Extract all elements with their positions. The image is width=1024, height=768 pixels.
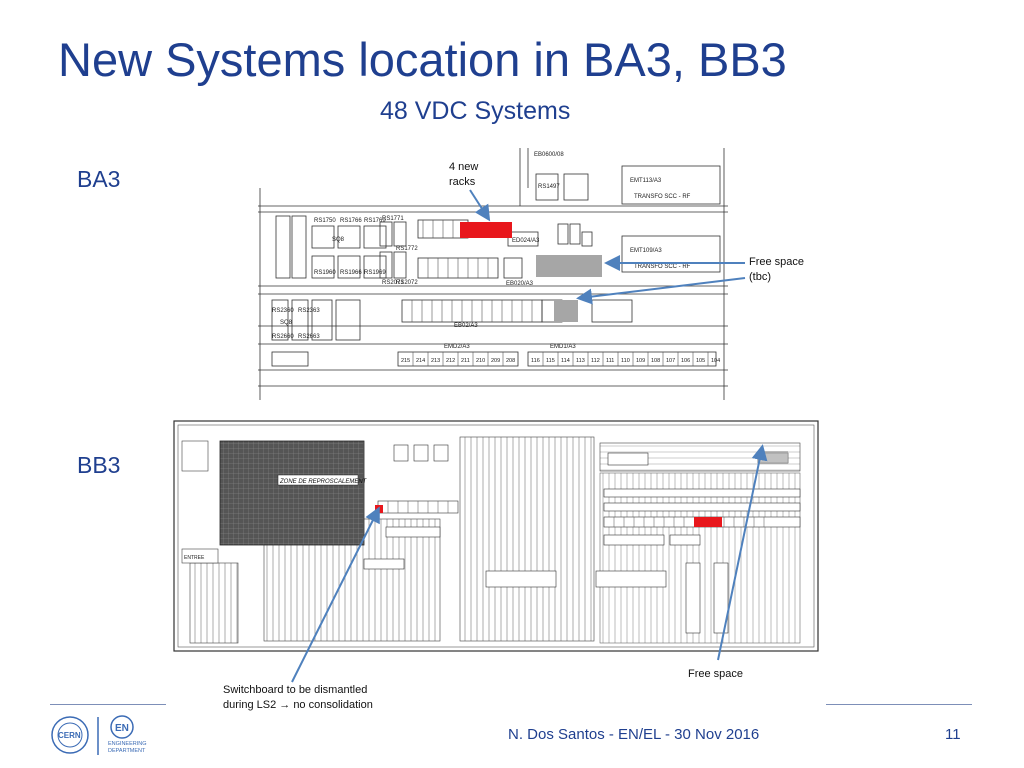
- ba3-label-rs2360: RS2360: [272, 308, 294, 314]
- ba3-label-rs1960: RS1960: [314, 270, 336, 276]
- ba3-bay-number-105: 105: [696, 358, 705, 364]
- free-space-tbc-area: [536, 255, 602, 277]
- ba3-label-rs1969: RS1969: [364, 270, 386, 276]
- ba3-bay-number-114: 114: [561, 358, 570, 364]
- bb3-label-zone: ZONE DE REPROSCALEMENT: [279, 479, 368, 485]
- bb3-new-racks-highlight: [694, 517, 722, 527]
- ba3-bay-number-209: 209: [491, 358, 500, 364]
- ba3-bay-number-106: 106: [681, 358, 690, 364]
- ba3-label-rs2363: RS2363: [298, 308, 320, 314]
- ba3-section-label: BA3: [77, 166, 121, 192]
- cern-logo: CERN: [51, 716, 89, 754]
- ba3-label-rs2663: RS2663: [298, 334, 320, 340]
- ba3-floor-plan: EMT113/A3 TRANSFO SCC - RF EMT109/A3 TRA…: [258, 148, 728, 400]
- ba3-bay-number-113: 113: [576, 358, 585, 364]
- ba3-label-eb0600: EB0600/08: [534, 152, 564, 158]
- ba3-label-transfo-top: TRANSFO SCC - RF: [634, 194, 691, 200]
- ba3-bottom-numbers-right: 116 115 114 113 112 111 110 109 108 107 106 105 104: [531, 358, 720, 364]
- ba3-label-sq8b: SQ8: [280, 320, 293, 326]
- en-logo-text: EN: [115, 723, 129, 734]
- bb3-floor-plan: ZONE DE REPROSCALEMENT ENTREE: [173, 420, 819, 652]
- en-dept-line1: ENGINEERING: [108, 741, 147, 747]
- ba3-bay-number-112: 112: [591, 358, 600, 364]
- arrow-free-space: [717, 444, 768, 661]
- footer-divider-right: [826, 704, 972, 705]
- en-department-logo: EN ENGINEERING DEPARTMENT: [108, 715, 147, 754]
- arrow-switchboard: [291, 506, 380, 683]
- footer-logos: CERN EN ENGINEERING DEPARTMENT: [51, 715, 147, 755]
- ba3-bay-number-215: 215: [401, 358, 410, 364]
- arrow-free-space-tbc-2: [576, 277, 746, 305]
- slide-subtitle: 48 VDC Systems: [380, 97, 571, 125]
- ba3-label-ed024: ED024/A3: [512, 238, 540, 244]
- ba3-bay-number-116: 116: [531, 358, 540, 364]
- ba3-label-transfo-mid: TRANSFO SCC - RF: [634, 264, 691, 270]
- ba3-bay-number-115: 115: [546, 358, 555, 364]
- ba3-bay-number-111: 111: [606, 358, 614, 364]
- ba3-label-eb02: EB02/A3: [454, 323, 478, 329]
- ba3-label-emt113: EMT113/A3: [630, 178, 662, 184]
- ba3-bay-number-110: 110: [621, 358, 630, 364]
- footer-author-date: N. Dos Santos - EN/EL - 30 Nov 2016: [508, 726, 760, 743]
- ba3-label-rs1769: RS1769: [364, 218, 386, 224]
- ba3-label-rs1766: RS1766: [340, 218, 362, 224]
- ba3-label-emt109: EMT109/A3: [630, 248, 662, 254]
- ba3-bay-number-210: 210: [476, 358, 485, 364]
- callout-switchboard: Switchboard to be dismantled during LS2 …: [223, 684, 373, 711]
- ba3-label-emd1: EMD1/A3: [550, 344, 576, 350]
- ba3-label-rs2071: RS2071: [382, 280, 404, 286]
- bb3-label-entree: ENTREE: [184, 555, 205, 561]
- callout-free-space: Free space: [688, 668, 744, 680]
- cern-logo-text: CERN: [58, 731, 81, 740]
- ba3-bottom-numbers-left: 215 214 213 212 211 210 209 208: [401, 358, 515, 364]
- ba3-label-eb020: EB020/A3: [506, 281, 534, 287]
- ba3-label-sq8: SQ8: [332, 237, 345, 243]
- ba3-bay-number-104: 104: [711, 358, 720, 364]
- bb3-section-label: BB3: [77, 452, 121, 478]
- en-dept-line2: DEPARTMENT: [108, 748, 146, 754]
- ba3-bay-number-108: 108: [651, 358, 660, 364]
- ba3-label-rs1497: RS1497: [538, 184, 560, 190]
- ba3-label-rs2660: RS2660: [272, 334, 294, 340]
- footer-divider-left: [50, 704, 166, 705]
- free-space-tbc-area-2: [554, 300, 578, 322]
- ba3-label-rs1771: RS1771: [382, 216, 404, 222]
- ba3-bay-number-213: 213: [431, 358, 440, 364]
- ba3-bay-number-107: 107: [666, 358, 675, 364]
- slide-title: New Systems location in BA3, BB3: [58, 33, 787, 86]
- ba3-label-rs1750: RS1750: [314, 218, 336, 224]
- callout-four-new-racks: 4 new racks: [449, 161, 479, 188]
- ba3-label-rs2072: RS2072: [396, 280, 418, 286]
- ba3-bay-number-212: 212: [446, 358, 455, 364]
- ba3-bay-number-214: 214: [416, 358, 425, 364]
- new-racks-highlight: [460, 222, 512, 238]
- callout-free-space-tbc: Free space (tbc): [749, 256, 805, 283]
- ba3-bay-number-109: 109: [636, 358, 645, 364]
- arrow-new-racks: [469, 189, 491, 222]
- ba3-bay-number-211: 211: [461, 358, 470, 364]
- ba3-label-emd2: EMD2/A3: [444, 344, 470, 350]
- ba3-label-rs1966: RS1966: [340, 270, 362, 276]
- ba3-label-rs1772: RS1772: [396, 246, 418, 252]
- ba3-bay-number-208: 208: [506, 358, 515, 364]
- page-number: 11: [945, 726, 961, 743]
